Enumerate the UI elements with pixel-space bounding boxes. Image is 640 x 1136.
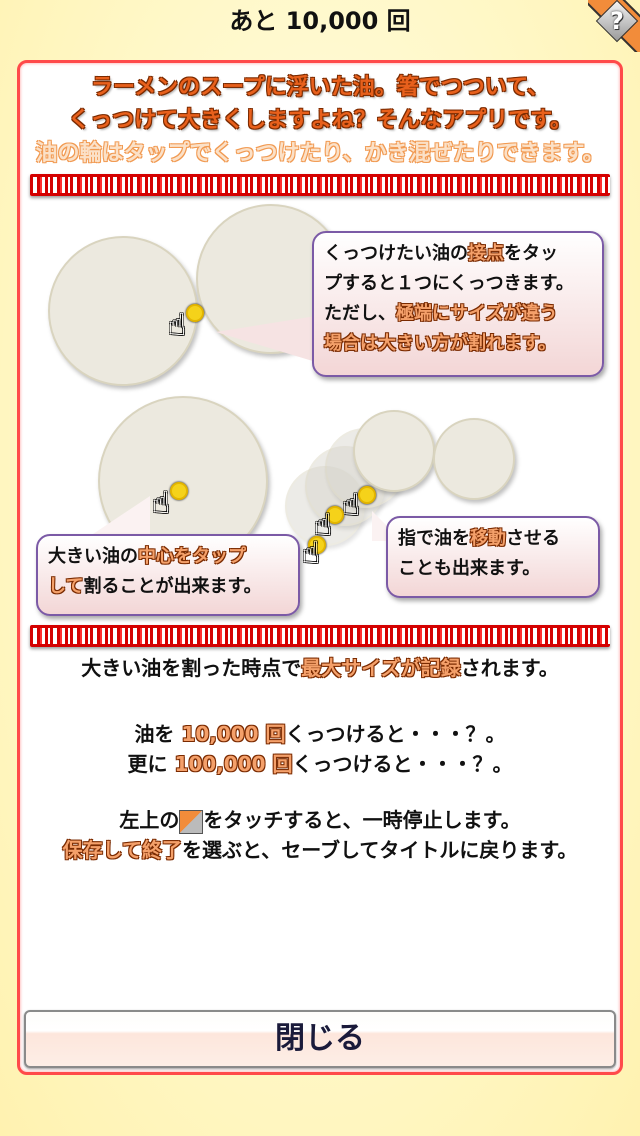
bubble-tail xyxy=(216,316,316,362)
close-button[interactable]: 閉じる xyxy=(24,1010,616,1068)
oil-circle xyxy=(433,418,515,500)
tap-point-icon xyxy=(308,536,326,554)
bubble-tail xyxy=(90,496,150,536)
tap-point-icon xyxy=(358,486,376,504)
help-label: ? xyxy=(610,7,624,35)
split-tip-bubble: 大きい油の中心をタップ して割ることが出来ます。 xyxy=(36,534,300,616)
pointing-hand-icon: ☝ xyxy=(168,308,187,343)
remaining-count-title: あと 10,000 回 xyxy=(229,7,411,35)
pointing-hand-icon: ☝ xyxy=(152,486,171,521)
tap-point-icon xyxy=(170,482,188,500)
pause-text: を選ぶと、セーブしてタイトルに戻ります。 xyxy=(182,838,578,862)
goal-text: 油を xyxy=(134,722,182,746)
intro-line-3: 油の輪はタップでくっつけたり、かき混ぜたりできます。 xyxy=(35,141,605,166)
goal-text: 更に xyxy=(127,752,175,776)
intro-line-2: くっつけて大きくしますよね？そんなアプリです。 xyxy=(68,108,572,133)
move-tip-text: ことも出来ます。 xyxy=(398,558,541,579)
goal-note: 油を 10,000 回くっつけると・・・？。 更に 100,000 回くっつける… xyxy=(20,719,620,779)
highlight-size-diff: 極端にサイズが違う xyxy=(396,303,558,324)
oil-circle xyxy=(48,236,198,386)
spacer xyxy=(20,683,620,711)
meander-divider-top xyxy=(30,174,610,196)
tap-point-icon xyxy=(186,304,204,322)
highlight-save-quit: 保存して終了 xyxy=(62,838,182,862)
merge-tip-text: プすると１つにくっつきます。 xyxy=(324,273,574,294)
split-tip-text: 割ることが出来ます。 xyxy=(83,576,262,597)
pause-text: 左上の xyxy=(119,808,180,832)
goal-text: くっつけると・・・？。 xyxy=(292,752,513,776)
highlight-breaks: 場合は大きい方が割れます。 xyxy=(324,333,557,354)
instruction-diagram: ☝ くっつけたい油の接点をタッ プすると１つにくっつきます。 ただし、極端にサイ… xyxy=(20,196,620,621)
merge-tip-text: をタッ xyxy=(504,243,558,264)
intro-text: ラーメンのスープに浮いた油。箸でつついて、 くっつけて大きくしますよね？そんなア… xyxy=(20,71,620,170)
pointing-hand-icon: ☝ xyxy=(342,488,361,523)
merge-tip-bubble: くっつけたい油の接点をタッ プすると１つにくっつきます。 ただし、極端にサイズが… xyxy=(312,231,604,377)
highlight-max-size: 最大サイズが記録 xyxy=(301,656,461,680)
highlight-move: 移動 xyxy=(470,528,506,549)
highlight-contact: 接点 xyxy=(468,243,504,264)
intro-line-1: ラーメンのスープに浮いた油。箸でつついて、 xyxy=(90,75,550,100)
merge-tip-text: くっつけたい油の xyxy=(324,243,468,264)
help-button[interactable]: ? xyxy=(588,0,640,52)
oil-circle xyxy=(353,410,435,492)
highlight-center-tap: して xyxy=(48,576,84,597)
move-tip-text: させる xyxy=(506,528,560,549)
highlight-goal-100000: 100,000 回 xyxy=(174,752,293,776)
merge-tip-text: ただし、 xyxy=(324,303,396,324)
pause-text: をタッチすると、一時停止します。 xyxy=(203,808,521,832)
goal-text: くっつけると・・・？。 xyxy=(285,722,506,746)
help-panel: ラーメンのスープに浮いた油。箸でつついて、 くっつけて大きくしますよね？そんなア… xyxy=(17,60,623,1075)
pause-menu-icon xyxy=(179,809,204,834)
pointing-hand-icon: ☝ xyxy=(314,508,333,543)
pause-note: 左上のをタッチすると、一時停止します。 保存して終了を選ぶと、セーブしてタイトル… xyxy=(20,805,620,865)
highlight-goal-10000: 10,000 回 xyxy=(181,722,286,746)
record-note: 大きい油を割った時点で最大サイズが記録されます。 xyxy=(20,653,620,683)
record-text: 大きい油を割った時点で xyxy=(81,656,302,680)
tap-point-icon xyxy=(326,506,344,524)
pointing-hand-icon: ☝ xyxy=(302,536,321,571)
move-tip-bubble: 指で油を移動させる ことも出来ます。 xyxy=(386,516,600,598)
move-tip-text: 指で油を xyxy=(398,528,470,549)
record-text: されます。 xyxy=(460,656,559,680)
highlight-center-tap: 中心をタップ xyxy=(138,546,246,567)
meander-divider-bottom xyxy=(30,625,610,647)
split-tip-text: 大きい油の xyxy=(48,546,138,567)
